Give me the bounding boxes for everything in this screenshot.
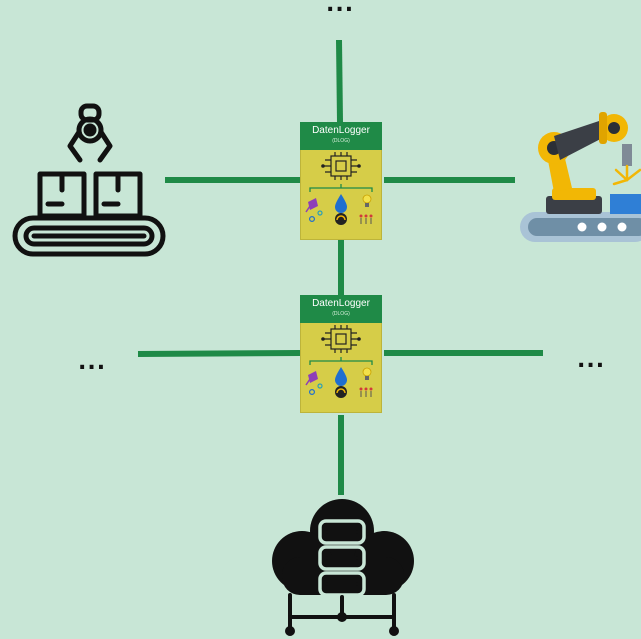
datalogger-subtitle: (DLOG): [332, 311, 350, 317]
sensor-icons: [305, 367, 373, 398]
chip-icon: [321, 152, 361, 180]
ellipsis-left: ...: [78, 350, 107, 375]
sensor-icons: [305, 194, 373, 225]
connector-top: [336, 39, 343, 123]
conveyor-gripper-icon: [12, 103, 166, 257]
datalogger-lower: DatenLogger (DLOG): [300, 295, 382, 413]
datalogger-title: DatenLogger: [312, 125, 370, 136]
datalogger-upper: DatenLogger (DLOG): [300, 122, 382, 240]
ellipsis-right: ...: [577, 348, 606, 373]
cloud-server-icon: [272, 499, 414, 636]
chip-icon: [321, 325, 361, 353]
datalogger-illustration: [305, 325, 373, 398]
datalogger-subtitle: (DLOG): [332, 138, 350, 144]
connector-left-lower: [137, 350, 301, 357]
datalogger-title: DatenLogger: [312, 298, 370, 309]
ellipsis-top: ...: [326, 0, 355, 17]
robot-arm-icon: [520, 112, 641, 242]
datalogger-illustration: [305, 152, 373, 225]
datalogger-header: DatenLogger (DLOG): [300, 122, 382, 150]
datalogger-header: DatenLogger (DLOG): [300, 295, 382, 323]
